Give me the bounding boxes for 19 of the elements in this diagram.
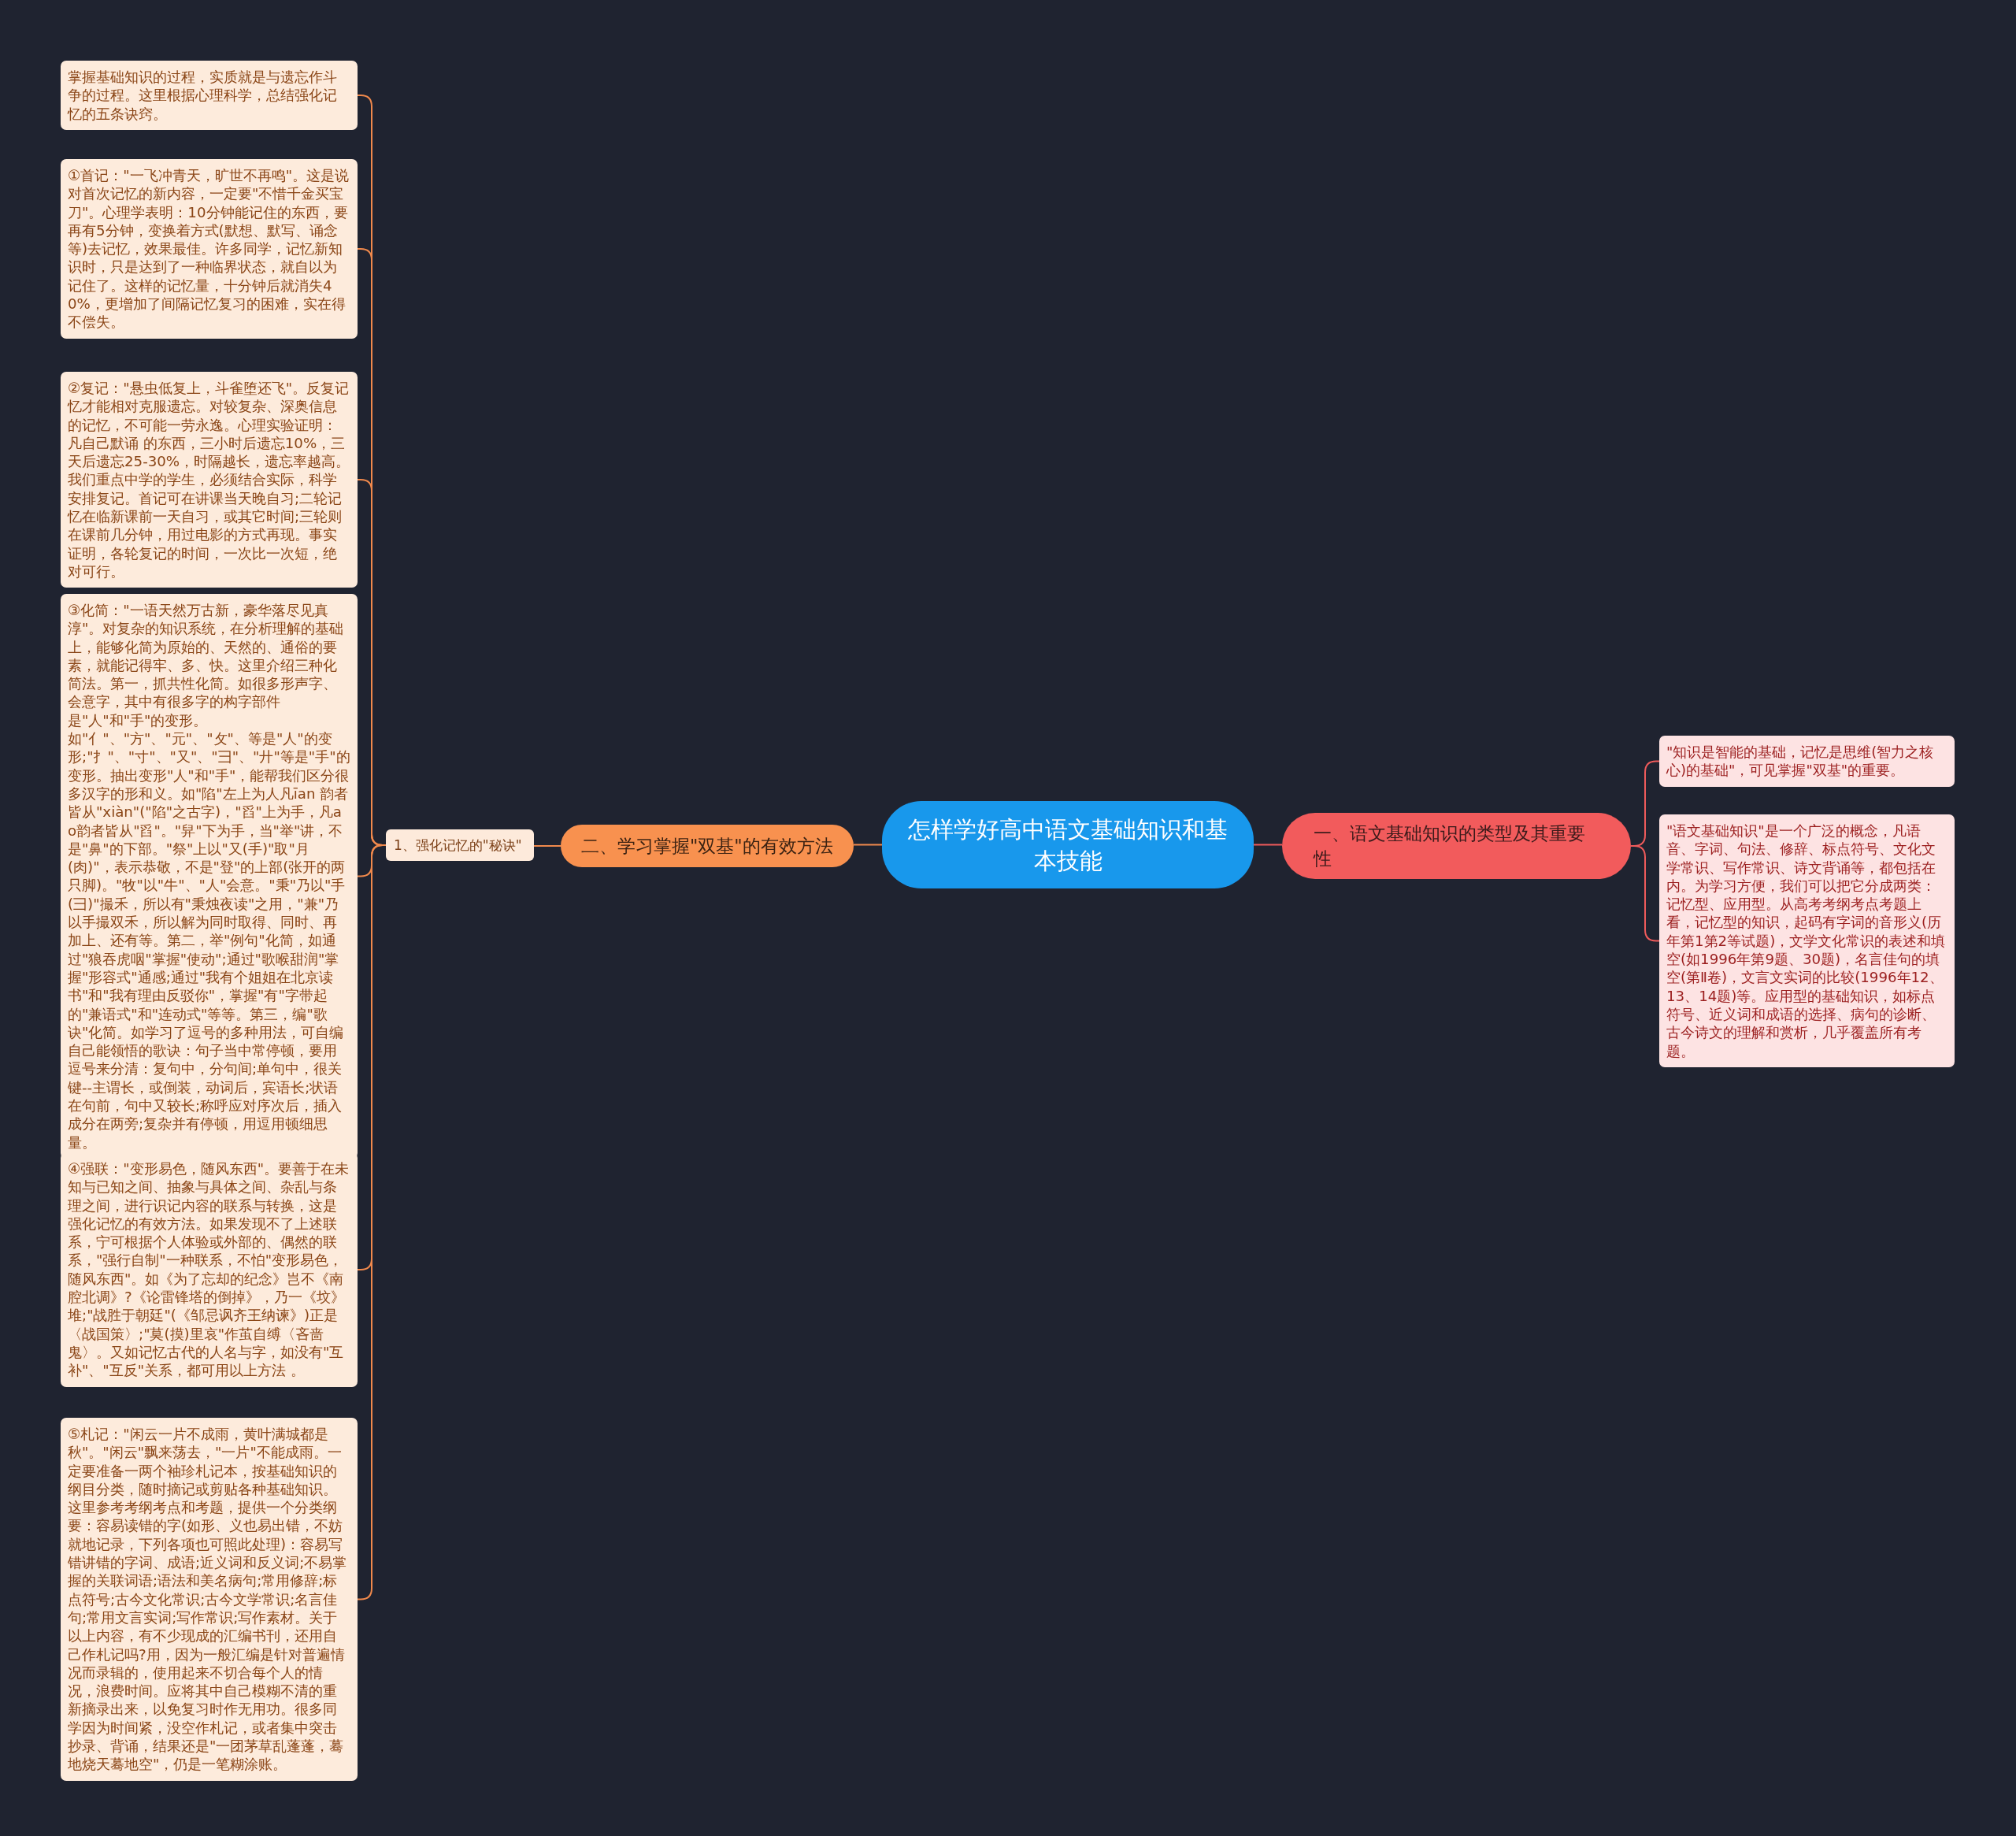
node-text: 一、语文基础知识的类型及其重要性 — [1314, 822, 1586, 870]
note-card — [1659, 736, 1955, 787]
node-text: 掌握基础知识的过程，实质就是与遗忘作斗争的过程。这里根据心理科学，总结强化记忆的五条诀窍。 — [68, 68, 338, 123]
branch-bubble — [561, 825, 854, 867]
connector-line — [853, 844, 883, 846]
node-text: 1、强化记忆的"秘诀" — [394, 836, 523, 855]
node-text: 二、学习掌握"双基"的有效方法 — [581, 835, 833, 858]
node-text: ④强联："变形易色，随风东西"。要善于在未知与已知之间、抽象与具体之间、杂乱与条理之间，进行识记内容的联系与转换，这是强化记忆的有效方法。如果发现不了上述联系，宁可根据个人体验或外部的、偶然的联系，"强行自制"一种联系，不怕"变形易色，随风东西"。如《为了忘却的纪念》岂不《南腔北调》?《论雷锋塔的倒掉》，乃一《坟》堆;"战胜于朝廷"(《邹忌讽齐王纳谏》)正是〈战国策〉;"莫(摸)里哀"作茧自缚〈吝啬鬼〉。又如记忆古代的人名与字，如没有"互补"、"互反"关系，都可用以上方法 。 — [68, 1159, 350, 1380]
node-text: ③化简："一语天然万古新，豪华落尽见真淳"。对复杂的知识系统，在分析理解的基础上，能够化简为原始的、天然的、通俗的要素，就能记得牢、多、快。这里介绍三种化简法。第一，抓共性化简。如很多形声字、会意字，其中有很多字的构字部件是"人"和"手"的变形。如"亻"、"方"、"元"、"攵"、等是"人"的变形;"扌"、"寸"、"又"、"彐"、"廾"等是"手"的变形。抽出变形"人"和"手"，能帮我们区分很多汉字的形和义。如"陷"左上为人凡īan 韵者皆从"xiàn"("陷"之古字)，"舀"上为手，凡ao韵者皆从"舀"。"舁"下为手，当"举"讲，不是"鼻"的下部。"祭"上以"又(手)"取"月(肉)"，表示恭敬，不是"登"的上部(张开的两只脚)。"牧"以"牛"、"人"会意。"秉"乃以"手(彐)"撮禾，所以有"秉烛夜读"之用，"兼"乃以手撮双禾，所以解为同时取得、同时、再加上、还有等。第二，举"例句"化简，如通过"狼吞虎咽"掌握"使动";通过"歌喉甜润"掌握"形容式"通感;通过"我有个姐姐在北京读书"和"我有理由反驳你"，掌握"有"字带起的"兼语式"和"连动式"等等。第三，编"歌诀"化简。如学习了逗号的多种用法，可自编自己能领悟的歌诀：句子当中常停顿，要用逗号来分清：复句中，分句间;单句中，很关键--主谓长，或倒装，动词后，宾语长;状语在句前，句中又较长;称呼应对序次后，插入成分在两旁;复杂并有停顿，用逗用顿细思量。 — [68, 601, 350, 1152]
node-text: "知识是智能的基础，记忆是思维(智力之核心)的基础"，可见掌握"双基"的重要。 — [1666, 743, 1935, 780]
connector-line — [1253, 844, 1283, 846]
node-text: ⑤札记："闲云一片不成雨，黄叶满城都是秋"。"闲云"飘来荡去，"一片"不能成雨。一定要准备一两个袖珍札记本，按基础知识的纲目分类，随时摘记或剪贴各种基础知识。这里参考考纲考点和考题，提供一个分类纲要：容易读错的字(如形、义也易出错，不妨就地记录，下列各项也可照此处理)：容易写错讲错的字词、成语;近义词和反义词;不易掌握的关联词语;语法和美名病句;常用修辞;标点符号;古今文化常识;古今文学常识;名言佳句;常用文言实词;写作常识;写作素材。关于以上内容，有不少现成的汇编书刊，还用自己作札记吗?用，因为一般汇编是针对普遍情况而录辑的，使用起来不切合每个人的情况，浪费时间。应将其中自己模糊不清的重新摘录出来，以免复习时作无用功。很多同学因为时间紧，没空作札记，或者集中突击抄录、背诵，结果还是"一团茅草乱蓬蓬，蓦地烧天蓦地空"，仍是一笔糊涂账。 — [68, 1425, 348, 1774]
node-text: "语文基础知识"是一个广泛的概念，凡语音、字词、句法、修辞、标点符号、文化文学常识、写作常识、诗文背诵等，都包括在内。为学习方便，我们可以把它分成两类：记忆型、应用型。从高考考纲考点考题上看，记忆型的知识，起码有字词的音形义(历年第1第2等试题)，文学文化常识的表述和填空(如1996年第9题、30题)，名言佳句的填空(第Ⅱ卷)，文言文实词的比较(1996年12、13、14题)等。应用型的基础知识，如标点符号、近义词和成语的选择、病句的诊断、古今诗文的理解和赏析，几乎覆盖所有考题。 — [1666, 822, 1947, 1060]
node-text: ②复记："悬虫低复上，斗雀堕还飞"。反复记忆才能相对克服遗忘。对较复杂、深奥信息的记忆，不可能一劳永逸。心理实验证明：凡自己默诵 的东西，三小时后遗忘10%，三天后遗忘25-30%，时隔越长，遗忘率越高。我们重点中学的学生，必须结合实际，科学安排复记。首记可在讲课当天晚自习;二轮记忆在临新课前一天自习，或其它时间;三轮则在课前几分钟，用过电影的方式再现。事实证明，各轮复记的时间，一次比一次短，绝对可行。 — [68, 379, 350, 581]
connector-line — [533, 845, 561, 847]
node-text: ①首记："一飞冲青天，旷世不再鸣"。这是说对首次记忆的新内容，一定要"不惜千金买宝刀"。心理学表明：10分钟能记住的东西，要再有5分钟，变换着方式(默想、默写、诵念等)去记忆，效果最佳。许多同学，记忆新知识时，只是达到了一种临界状态，就自以为记住了。这样的记忆量，十分钟后就消失40%，更增加了间隔记忆复习的困难，实在得不偿失。 — [68, 166, 350, 332]
subtopic-label-box — [386, 829, 534, 861]
note-card — [61, 61, 358, 130]
node-text: 怎样学好高中语文基础知识和基本技能 — [907, 814, 1228, 876]
